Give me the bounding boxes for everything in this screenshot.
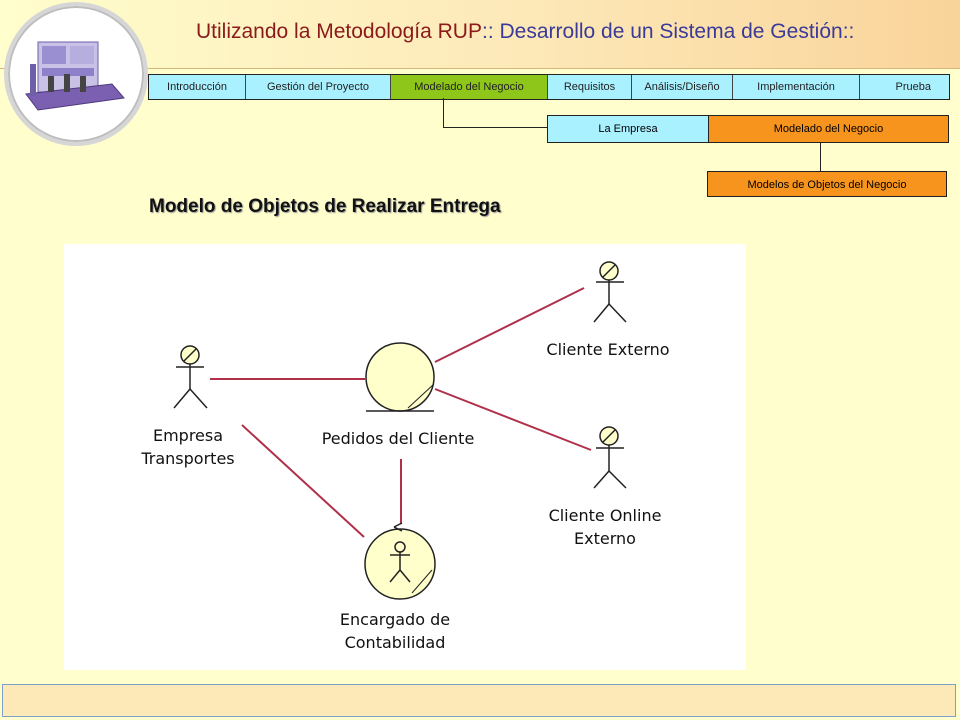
tab-analisis-diseno[interactable]: Análisis/Diseño [632,75,733,99]
label-encargado-line2: Contabilidad [345,633,446,652]
tab-prueba[interactable]: Prueba [895,81,931,93]
entity-pedidos-icon [365,342,435,412]
connector-line [443,98,444,128]
connector-line [820,141,821,171]
footer-bar [2,684,956,717]
label-empresa-line2: Transportes [140,449,234,468]
subtab-modelos-objetos[interactable]: Modelos de Objetos del Negocio [707,171,947,197]
logo [4,2,148,146]
tab-gestion-proyecto[interactable]: Gestión del Proyecto [246,75,391,99]
association-line [241,424,365,538]
association-line [434,388,592,451]
title-separator: :: [481,20,494,43]
diagram-panel: Cliente Externo Empresa Transportes Pedi… [64,244,746,670]
actor-cliente-online-icon [593,426,627,489]
title-subtitle: Desarrollo de un Sistema de Gestión [499,20,843,43]
label-cliente-externo: Cliente Externo [546,340,669,359]
subtab-modelado-negocio[interactable]: Modelado del Negocio [709,116,948,142]
connector-line [443,127,547,128]
subtab-la-empresa[interactable]: La Empresa [548,116,709,142]
label-encargado-line1: Encargado de [340,610,450,629]
actor-empresa-transportes-icon [173,345,208,409]
sub-nav: La Empresa Modelado del Negocio [547,115,949,143]
booth-illustration-icon [25,41,125,111]
worker-encargado-icon [364,522,436,600]
main-nav: Introducción Gestión del Proyecto Modela… [148,74,950,100]
title-main: Utilizando la Metodología RUP [196,20,482,43]
object-model-diagram: Cliente Externo Empresa Transportes Pedi… [140,261,670,652]
association-line [434,287,585,363]
label-online-line1: Cliente Online [549,506,662,525]
page-title: Utilizando la Metodología RUP:: Desarrol… [196,20,854,44]
header-bar: Utilizando la Metodología RUP:: Desarrol… [0,0,960,69]
tab-introduccion[interactable]: Introducción [149,75,246,99]
section-heading: Modelo de Objetos de Realizar Entrega [149,196,501,217]
title-end: :: [842,20,855,43]
label-online-line2: Externo [574,529,636,548]
label-empresa-line1: Empresa [153,426,223,445]
tab-requisitos[interactable]: Requisitos [548,75,632,99]
actor-cliente-externo-icon [593,261,627,323]
tab-modelado-negocio[interactable]: Modelado del Negocio [391,75,548,99]
tab-implementacion[interactable]: Implementación [733,75,860,99]
label-pedidos: Pedidos del Cliente [322,429,475,448]
